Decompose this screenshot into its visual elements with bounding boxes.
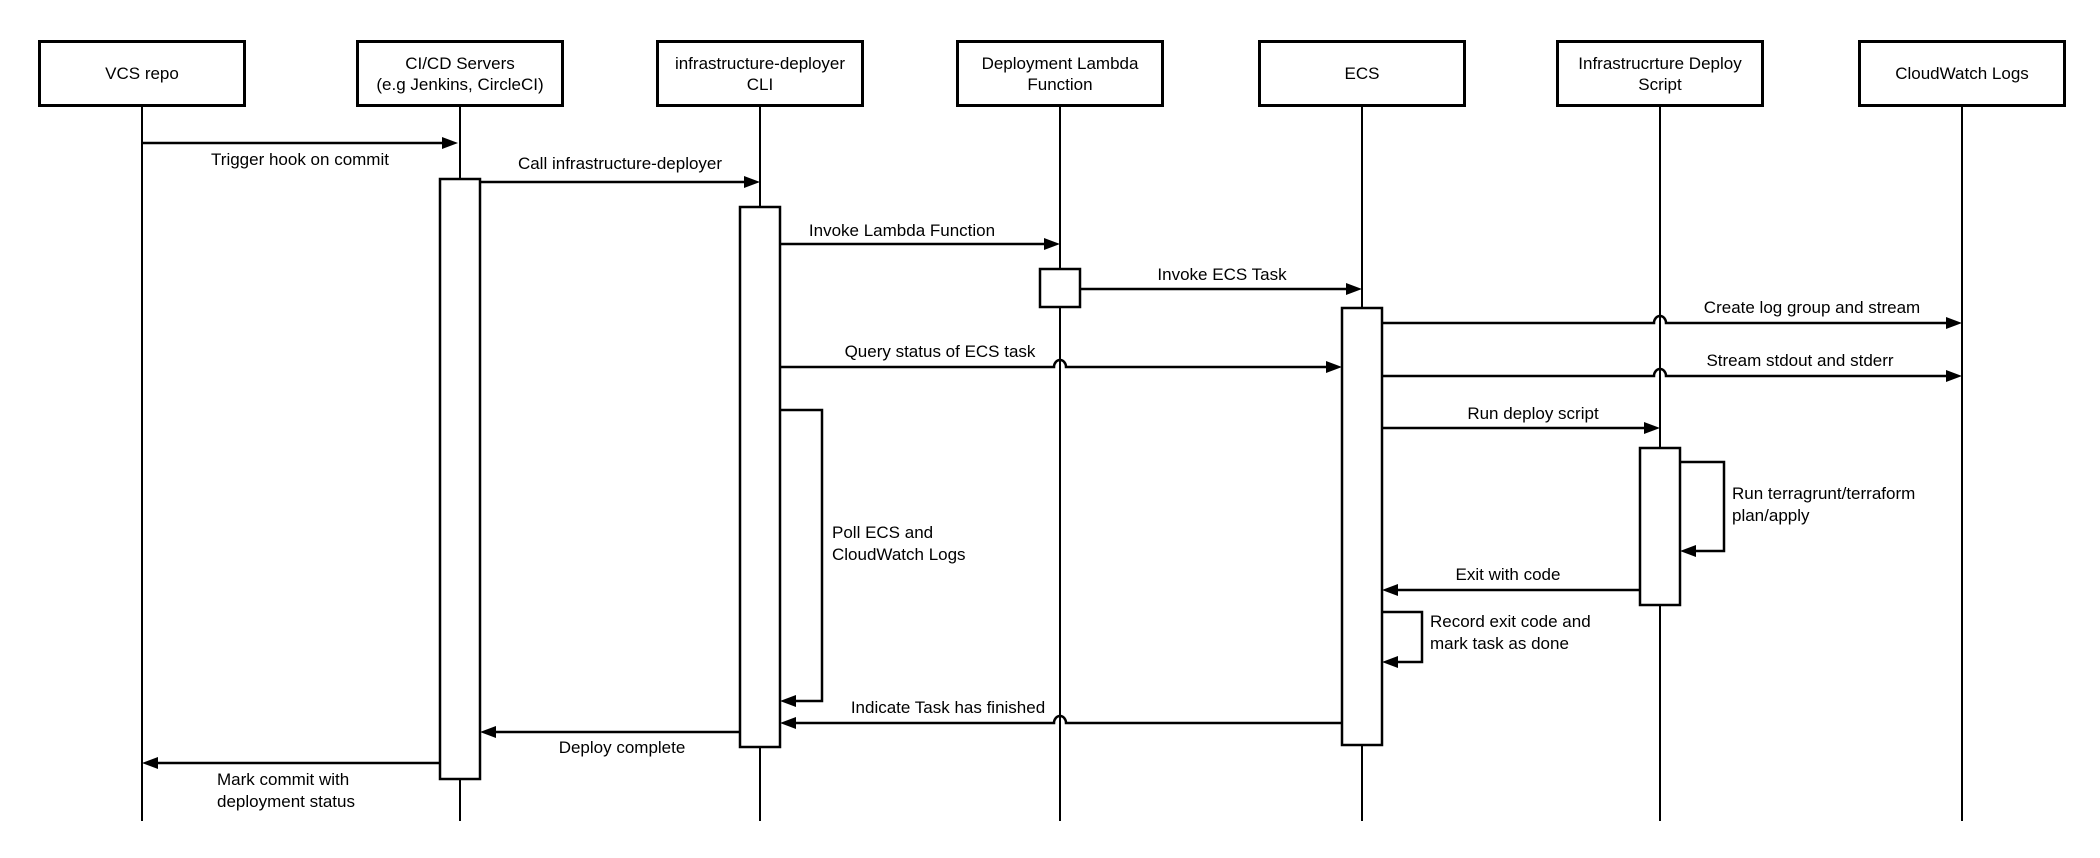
activation-ecs [1340,306,1384,747]
participant-label: CI/CD Servers (e.g Jenkins, CircleCI) [376,53,544,94]
participant-label: Deployment Lambda Function [981,53,1139,94]
arrowhead [744,176,760,188]
message-label-deploy-complete: Deploy complete [558,738,686,757]
arrow-mark-commit-with-deployment-status [142,757,440,769]
arrowhead [1326,361,1342,373]
participant-ecs: ECS [1258,40,1466,107]
lifelines [141,107,1963,821]
arrow-indicate-task-has-finished [780,714,1342,729]
arrowhead [480,726,496,738]
arrowhead [442,137,458,149]
participant-vcs-repo: VCS repo [38,40,246,107]
self-loop-poll-ecs-and-cloudwatch [780,408,824,707]
participant-deploy-script: Infrastrucrture Deploy Script [1556,40,1764,107]
message-label-trigger-hook: Trigger hook on commit [211,150,389,169]
arrowhead [1946,370,1962,382]
arrow-call-infrastructure-deployer [480,176,760,188]
message-label-exit-with-code: Exit with code [1455,565,1561,584]
arrowhead [780,717,796,729]
message-label-invoke-lambda: Invoke Lambda Function [808,221,996,240]
participant-deployment-lambda: Deployment Lambda Function [956,40,1164,107]
participant-cloudwatch-logs: CloudWatch Logs [1858,40,2066,107]
arrowhead [1346,283,1362,295]
message-arrows [142,137,1962,769]
message-label-create-log-group: Create log group and stream [1703,298,1921,317]
message-label-run-terragrunt: Run terragrunt/terraform plan/apply [1732,484,1916,525]
arrow-run-deploy-script [1382,422,1660,434]
arrow-query-status-of-ecs-task [780,358,1342,373]
message-label-indicate-finished: Indicate Task has finished [850,698,1046,717]
message-label-run-deploy-script: Run deploy script [1467,404,1599,423]
activation-deployment-lambda [1038,267,1082,309]
message-label-call-infra-deployer: Call infrastructure-deployer [517,154,723,173]
arrowhead [1680,545,1696,557]
arrow-invoke-lambda-function [780,238,1060,250]
self-loop-run-terragrunt-terraform [1680,460,1726,557]
message-label-poll-ecs: Poll ECS and CloudWatch Logs [832,523,966,564]
arrow-deploy-complete [480,726,740,738]
arrowhead [142,757,158,769]
arrowhead [780,695,796,707]
arrow-invoke-ecs-task [1080,283,1362,295]
participant-label: VCS repo [105,64,179,83]
participant-label: infrastructure-deployer CLI [674,53,846,94]
message-label-query-status: Query status of ECS task [844,342,1036,361]
arrow-stream-stdout-and-stderr [1382,367,1962,382]
participant-infra-deployer-cli: infrastructure-deployer CLI [656,40,864,107]
message-label-record-exit-code: Record exit code and mark task as done [1430,612,1591,653]
arrowhead [1382,584,1398,596]
message-label-invoke-ecs-task: Invoke ECS Task [1157,265,1287,284]
arrowhead [1644,422,1660,434]
participant-label: ECS [1344,64,1380,83]
activation-infrastructure-deployer-cli [738,205,782,749]
arrow-create-log-group-and-stream [1382,314,1962,329]
activation-bars [438,177,1682,781]
activation-deploy-script [1638,446,1682,607]
arrowhead [1044,238,1060,250]
arrow-exit-with-code [1382,584,1640,596]
message-label-mark-commit: Mark commit with deployment status [217,770,355,811]
arrowhead [1946,317,1962,329]
participant-label: CloudWatch Logs [1895,64,2029,83]
participant-cicd-servers: CI/CD Servers (e.g Jenkins, CircleCI) [356,40,564,107]
message-label-stream-stdout: Stream stdout and stderr [1706,351,1894,370]
participant-label: Infrastrucrture Deploy Script [1578,53,1742,94]
self-loop-record-exit-code [1382,610,1424,668]
activation-cicd-servers [438,177,482,781]
arrow-trigger-hook-on-commit [142,137,458,149]
arrowhead [1382,656,1398,668]
